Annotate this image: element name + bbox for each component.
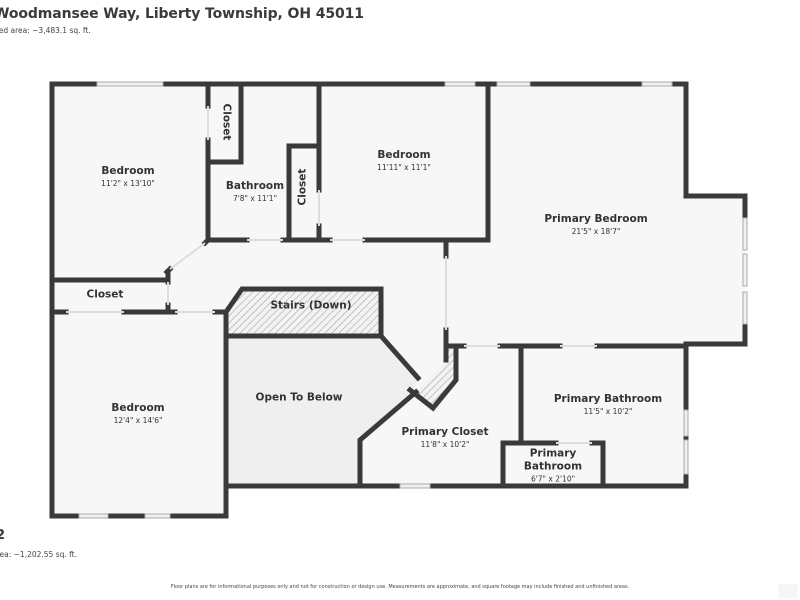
room-name: Bedroom xyxy=(377,149,431,161)
room-name: Bedroom xyxy=(111,402,165,414)
room-closet-1: Closet xyxy=(220,104,233,141)
walls xyxy=(49,81,748,519)
room-name: Stairs (Down) xyxy=(270,299,352,312)
room-dims: 12'4" x 14'6" xyxy=(113,416,163,425)
windows xyxy=(78,81,748,519)
room-name: Closet xyxy=(296,168,309,206)
room-bathroom: Bathroom 7'8" x 11'1" xyxy=(226,180,284,204)
room-dims: 6'7" x 2'10" xyxy=(530,474,576,484)
disclaimer-text: Floor plans are for informational purpos… xyxy=(170,584,630,590)
room-name: Primary Bathroom xyxy=(553,393,663,405)
room-name: Bedroom xyxy=(101,165,155,177)
room-primary-closet: Primary Closet 11'8" x 10'2" xyxy=(401,426,488,450)
room-name: Primary Bathroom xyxy=(523,447,583,473)
room-name: Primary Closet xyxy=(401,426,489,438)
room-bedroom-1: Bedroom 11'2" x 13'10" xyxy=(101,165,155,189)
room-name: Open To Below xyxy=(255,391,343,404)
room-closet-3: Closet xyxy=(87,289,124,302)
room-bedroom-3: Bedroom 12'4" x 14'6" xyxy=(111,402,164,426)
room-dims: 11'11" x 11'1" xyxy=(377,163,431,172)
room-name: Bathroom xyxy=(225,180,285,192)
property-address: Woodmansee Way, Liberty Township, OH 450… xyxy=(0,6,364,22)
room-dims: 11'5" x 10'2" xyxy=(583,407,633,416)
room-name: Primary Bedroom xyxy=(544,213,648,225)
room-primary-bathroom: Primary Bathroom 11'5" x 10'2" xyxy=(554,393,662,417)
room-dims: 21'5" x 18'7" xyxy=(571,227,621,236)
room-dims: 11'8" x 10'2" xyxy=(420,440,470,449)
doorways xyxy=(66,106,597,444)
room-stairs: Stairs (Down) xyxy=(270,300,351,313)
room-bedroom-2: Bedroom 11'11" x 11'1" xyxy=(377,149,431,173)
total-area: hed area: ~3,483.1 sq. ft. xyxy=(0,26,91,35)
room-open-to-below: Open To Below xyxy=(256,392,343,405)
room-closet-2: Closet xyxy=(297,169,310,206)
room-dims: 7'8" x 11'1" xyxy=(232,194,278,203)
room-primary-bathroom-2: Primary Bathroom 6'7" x 2'10" xyxy=(518,448,588,485)
floor-number: 2 xyxy=(0,528,6,543)
room-name: Closet xyxy=(220,103,233,141)
room-dims: 11'2" x 13'10" xyxy=(101,179,155,188)
room-name: Closet xyxy=(86,288,124,301)
room-primary-bedroom: Primary Bedroom 21'5" x 18'7" xyxy=(544,213,647,237)
floor-area: area: ~1,202.55 sq. ft. xyxy=(0,550,77,559)
watermark-logo-icon xyxy=(778,584,798,598)
